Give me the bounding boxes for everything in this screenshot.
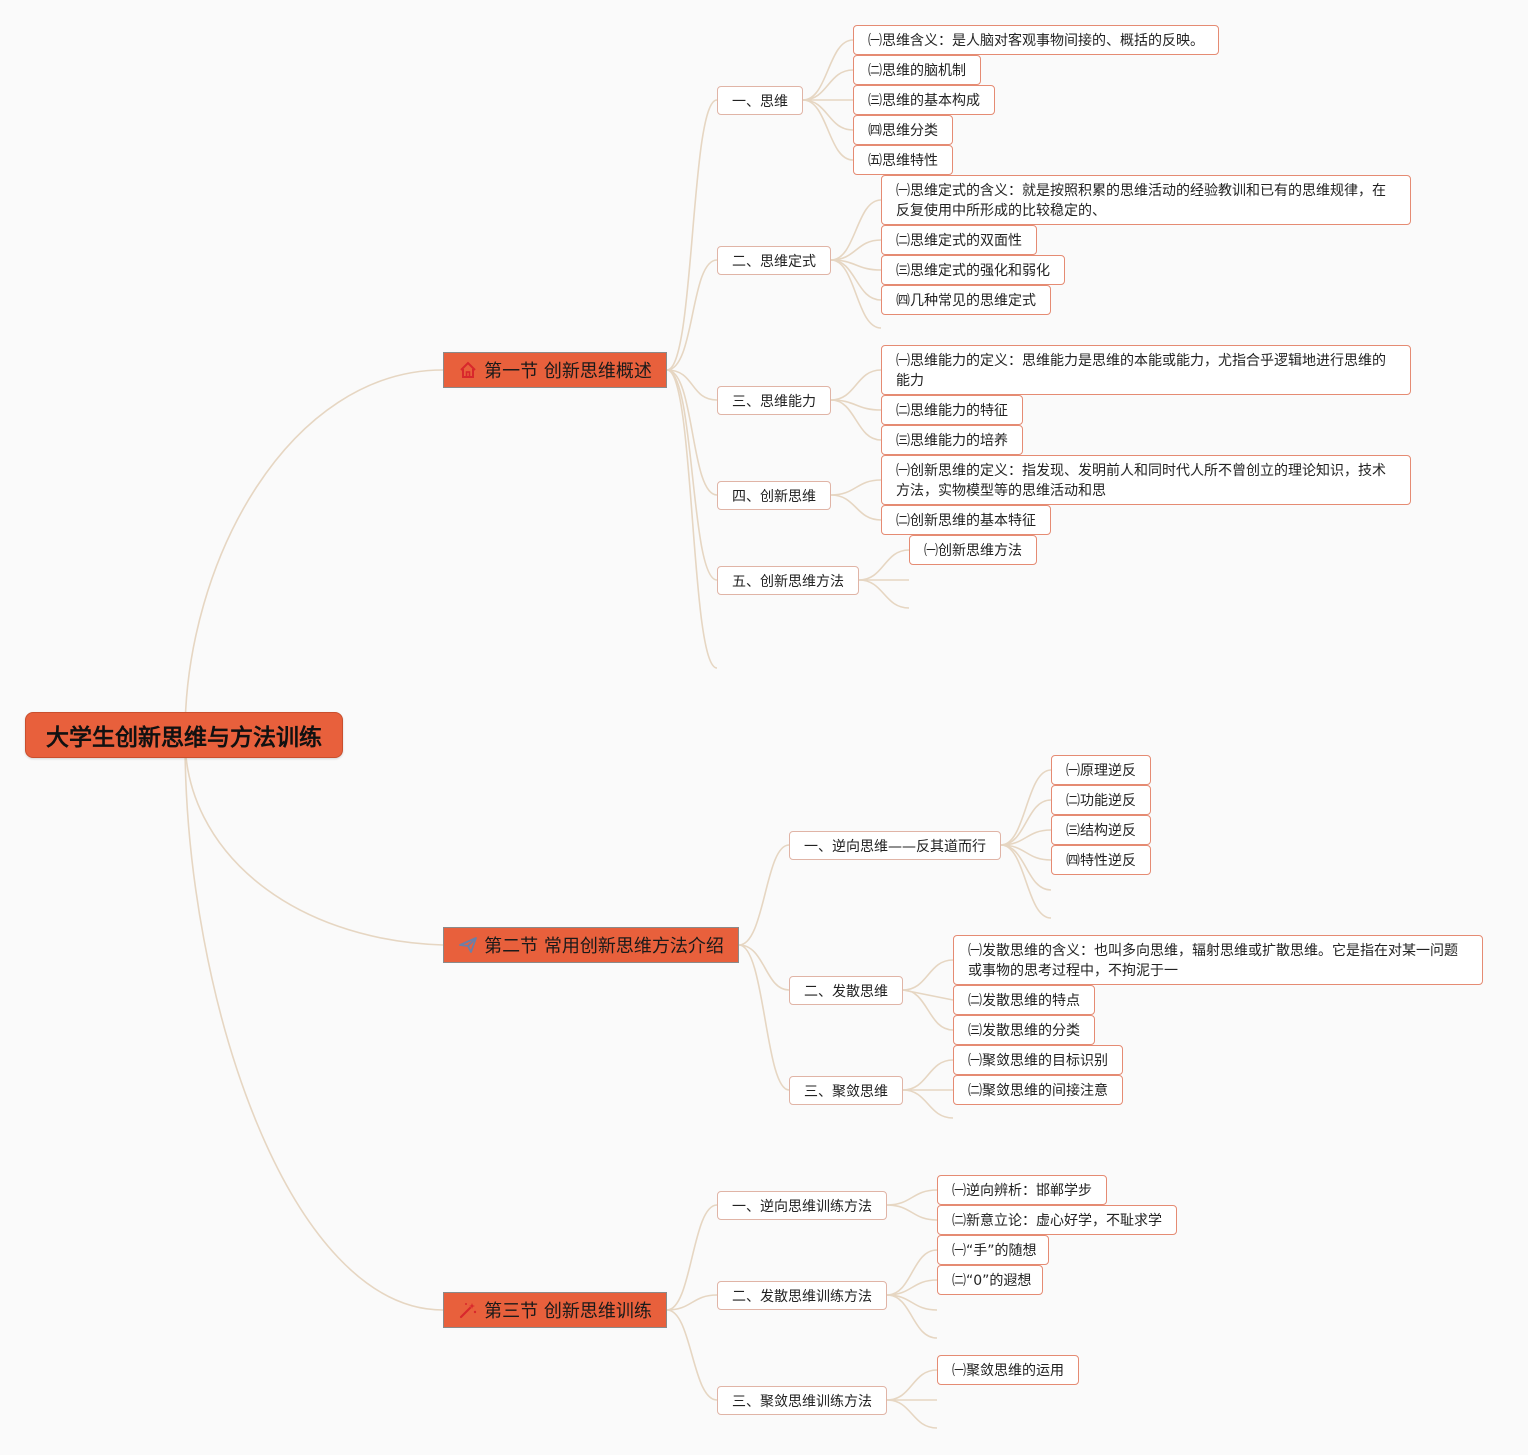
magic-wand-icon (460, 1303, 477, 1319)
link-root-s2 (184, 737, 444, 946)
subtopic-3-3[interactable]: 三、聚敛思维训练方法 (717, 1386, 887, 1415)
leaf-1-2-4[interactable]: ㈣几种常见的思维定式 (881, 285, 1051, 315)
leaf-1-1-3[interactable]: ㈢思维的基本构成 (853, 85, 995, 115)
subtopic-1-3[interactable]: 三、思维能力 (717, 386, 831, 415)
leaf-2-1-4[interactable]: ㈣特性逆反 (1051, 845, 1151, 875)
leaf-2-2-2[interactable]: ㈡发散思维的特点 (953, 985, 1095, 1015)
subtopic-3-2[interactable]: 二、发散思维训练方法 (717, 1281, 887, 1310)
leaf-1-3-1[interactable]: ㈠思维能力的定义：思维能力是思维的本能或能力，尤指合乎逻辑地进行思维的能力 (881, 345, 1411, 395)
section-1[interactable]: 第一节 创新思维概述 (443, 352, 667, 388)
subtopic-2-2[interactable]: 二、发散思维 (789, 976, 903, 1005)
leaf-2-2-3[interactable]: ㈢发散思维的分类 (953, 1015, 1095, 1045)
subtopic-1-4[interactable]: 四、创新思维 (717, 481, 831, 510)
leaf-1-2-3[interactable]: ㈢思维定式的强化和弱化 (881, 255, 1065, 285)
leaf-3-1-1[interactable]: ㈠逆向辨析：邯郸学步 (937, 1175, 1107, 1205)
paper-plane-icon (459, 937, 478, 953)
subtopic-3-1[interactable]: 一、逆向思维训练方法 (717, 1191, 887, 1220)
subtopic-1-2[interactable]: 二、思维定式 (717, 246, 831, 275)
leaf-1-2-1[interactable]: ㈠思维定式的含义：就是按照积累的思维活动的经验教训和已有的思维规律，在反复使用中… (881, 175, 1411, 225)
leaf-2-3-1[interactable]: ㈠聚敛思维的目标识别 (953, 1045, 1123, 1075)
leaf-1-1-5[interactable]: ㈤思维特性 (853, 145, 953, 175)
leaf-1-1-1[interactable]: ㈠思维含义：是人脑对客观事物间接的、概括的反映。 (853, 25, 1219, 55)
link-root-s1 (184, 369, 444, 736)
leaf-2-1-1[interactable]: ㈠原理逆反 (1051, 755, 1151, 785)
subtopic-2-3[interactable]: 三、聚敛思维 (789, 1076, 903, 1105)
link-root-s3 (184, 739, 444, 1311)
subtopic-2-1[interactable]: 一、逆向思维——反其道而行 (789, 831, 1001, 860)
subtopic-1-1[interactable]: 一、思维 (717, 86, 803, 115)
leaf-2-1-3[interactable]: ㈢结构逆反 (1051, 815, 1151, 845)
leaf-3-2-1[interactable]: ㈠“手”的随想 (937, 1235, 1049, 1265)
leaf-1-5-1[interactable]: ㈠创新思维方法 (909, 535, 1037, 565)
leaf-2-1-2[interactable]: ㈡功能逆反 (1051, 785, 1151, 815)
root-topic[interactable]: 大学生创新思维与方法训练 (25, 712, 343, 758)
section-2-title: 第二节 常用创新思维方法介绍 (484, 936, 724, 957)
leaf-1-1-4[interactable]: ㈣思维分类 (853, 115, 953, 145)
section-3[interactable]: 第三节 创新思维训练 (443, 1292, 667, 1328)
section-3-title: 第三节 创新思维训练 (484, 1301, 652, 1322)
leaf-1-4-1[interactable]: ㈠创新思维的定义：指发现、发明前人和同时代人所不曾创立的理论知识，技术方法，实物… (881, 455, 1411, 505)
leaf-3-3-1[interactable]: ㈠聚敛思维的运用 (937, 1355, 1079, 1385)
leaf-1-1-2[interactable]: ㈡思维的脑机制 (853, 55, 981, 85)
section-2[interactable]: 第二节 常用创新思维方法介绍 (443, 927, 739, 963)
leaf-1-3-3[interactable]: ㈢思维能力的培养 (881, 425, 1023, 455)
leaf-1-4-2[interactable]: ㈡创新思维的基本特征 (881, 505, 1051, 535)
section-1-title: 第一节 创新思维概述 (484, 361, 652, 382)
home-icon (460, 361, 476, 378)
leaf-3-1-2[interactable]: ㈡新意立论：虚心好学，不耻求学 (937, 1205, 1177, 1235)
subtopic-1-5[interactable]: 五、创新思维方法 (717, 566, 859, 595)
leaf-3-2-2[interactable]: ㈡“0”的遐想 (937, 1265, 1043, 1295)
leaf-1-2-2[interactable]: ㈡思维定式的双面性 (881, 225, 1037, 255)
leaf-2-3-2[interactable]: ㈡聚敛思维的间接注意 (953, 1075, 1123, 1105)
leaf-1-3-2[interactable]: ㈡思维能力的特征 (881, 395, 1023, 425)
leaf-2-2-1[interactable]: ㈠发散思维的含义：也叫多向思维，辐射思维或扩散思维。它是指在对某一问题或事物的思… (953, 935, 1483, 985)
